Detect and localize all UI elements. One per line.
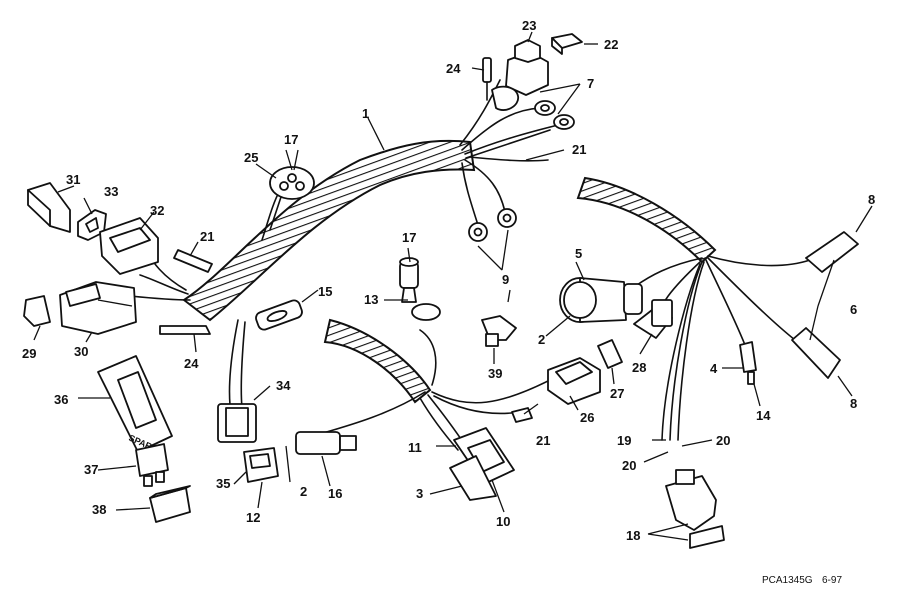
callout-22: 22 <box>604 37 618 52</box>
connector-23 <box>491 39 549 111</box>
callout-2a: 2 <box>538 332 545 347</box>
callout-39: 39 <box>488 366 502 381</box>
callout-23: 23 <box>522 18 536 33</box>
cap-38 <box>149 485 191 523</box>
callout-12: 12 <box>246 510 260 525</box>
grommet-25 <box>269 166 315 200</box>
callout-27: 27 <box>610 386 624 401</box>
callout-5: 5 <box>575 246 582 261</box>
connector-32 <box>99 217 159 275</box>
callout-24b: 24 <box>184 356 199 371</box>
fuse-holder-36: SPARE <box>97 355 173 454</box>
connector-12 <box>243 447 279 483</box>
footer: PCA1345G 6-97 <box>762 575 842 586</box>
terminal-24-left <box>159 325 211 335</box>
callout-33: 33 <box>104 184 118 199</box>
footer-date: 6-97 <box>822 575 842 586</box>
sensor-13 <box>399 257 441 321</box>
clip-39 <box>481 315 517 347</box>
fuse-37 <box>135 443 169 487</box>
callout-20a: 20 <box>716 433 730 448</box>
seal-33 <box>77 209 107 241</box>
callout-17b: 17 <box>402 230 416 245</box>
callout-6: 6 <box>850 302 857 317</box>
callout-30: 30 <box>74 344 88 359</box>
callout-37: 37 <box>84 462 98 477</box>
callout-17a: 17 <box>284 132 298 147</box>
connector-34 <box>217 403 257 443</box>
cable-tie-15 <box>255 299 303 331</box>
callout-labels: 1 2 2 3 4 5 6 7 8 8 9 10 11 12 13 14 15 … <box>22 18 875 543</box>
callout-13: 13 <box>364 292 378 307</box>
right-harness <box>576 176 811 441</box>
callout-21c: 21 <box>536 433 550 448</box>
callout-14: 14 <box>756 408 771 423</box>
callout-35: 35 <box>216 476 230 491</box>
seal-27 <box>597 339 623 369</box>
callout-7: 7 <box>587 76 594 91</box>
callout-21b: 21 <box>200 229 214 244</box>
bullet-connector-8-bottom <box>791 327 841 379</box>
terminal-21-left <box>173 249 213 273</box>
callout-4: 4 <box>710 361 718 376</box>
callout-26: 26 <box>580 410 594 425</box>
callout-34: 34 <box>276 378 291 393</box>
connector-18 <box>665 469 725 549</box>
callout-3: 3 <box>416 486 423 501</box>
callout-9: 9 <box>502 272 509 287</box>
connector-10-11 <box>449 427 515 501</box>
connector-26 <box>547 357 601 405</box>
terminal-4 <box>739 341 757 385</box>
lower-harness <box>299 318 551 451</box>
bullet-connector-8-top <box>805 231 859 273</box>
callout-19: 19 <box>617 433 631 448</box>
callout-8b: 8 <box>850 396 857 411</box>
callout-8a: 8 <box>868 192 875 207</box>
callout-18: 18 <box>626 528 640 543</box>
clip-22 <box>551 33 583 55</box>
callout-28: 28 <box>632 360 646 375</box>
callout-24a: 24 <box>446 61 461 76</box>
callout-1: 1 <box>362 106 369 121</box>
footer-code: PCA1345G <box>762 575 813 586</box>
callout-36: 36 <box>54 392 68 407</box>
boot-29 <box>23 295 51 327</box>
ring-terminals-9 <box>468 208 517 242</box>
callout-25: 25 <box>244 150 258 165</box>
leader-lines <box>33 31 873 541</box>
callout-21a: 21 <box>572 142 586 157</box>
callout-16: 16 <box>328 486 342 501</box>
connector-30 <box>59 281 137 335</box>
callout-11: 11 <box>408 440 422 455</box>
ring-terminals-7 <box>534 100 575 130</box>
callout-32: 32 <box>150 203 164 218</box>
connector-16 <box>295 431 357 455</box>
terminal-28 <box>633 299 673 339</box>
boot-31 <box>27 182 71 233</box>
terminal-24-top <box>482 57 492 101</box>
callout-31: 31 <box>66 172 80 187</box>
callout-20b: 20 <box>622 458 636 473</box>
callout-2b: 2 <box>300 484 307 499</box>
callout-29: 29 <box>22 346 36 361</box>
callout-15: 15 <box>318 284 332 299</box>
connector-5 <box>559 277 643 323</box>
callout-10: 10 <box>496 514 510 529</box>
callout-38: 38 <box>92 502 106 517</box>
